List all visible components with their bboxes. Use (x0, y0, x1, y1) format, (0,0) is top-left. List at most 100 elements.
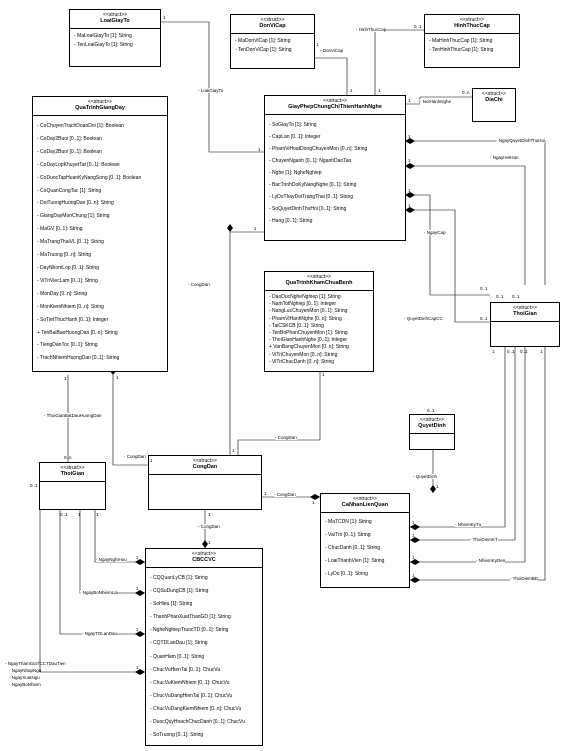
role-label: - ThoiDiemBD (510, 576, 539, 581)
attribute: - ChucVuHienTai [0..1]: ChucVu (150, 666, 221, 673)
attribute: - NangLucChuyenMon [0..1]: String (269, 308, 348, 315)
class-quyetdinh[interactable]: <<struct>>QuyetDinh (409, 414, 455, 450)
multiplicity: 1 (136, 586, 139, 591)
composition-diamond (135, 669, 145, 675)
multiplicity: 1 (408, 188, 411, 193)
multiplicity: 1 (136, 555, 139, 560)
attribute: - GiangDayMonChung [1]: String (37, 213, 110, 220)
attribute-list: - SoGiayTo [1]: String - CapLan [0..1]: … (265, 115, 405, 227)
composition-diamond (135, 631, 145, 637)
class-quatrinhkhamchuabenh[interactable]: <<struct>>QuaTrinhKhamChuaBenh - DaoDucN… (264, 271, 374, 372)
multiplicity: 1 (264, 491, 267, 496)
attribute: - CoDay2Buoi [0..1]: Boolean (37, 135, 102, 142)
assoc-line-ngaycap (405, 194, 490, 296)
multiplicity: 1 (312, 500, 315, 505)
class-diachi[interactable]: <<struct>>DiaChi (472, 88, 516, 122)
class-hinhthuccap[interactable]: <<struct>>HinhThucCap - MaHinhThucCap [1… (424, 14, 520, 68)
attribute: - LoaiThanhVien [1]: String (325, 558, 385, 564)
multiplicity: 0..n (64, 455, 72, 460)
multiplicity: 1 (540, 349, 543, 354)
class-name: GiayPhepChungChiThienHanhNghe (288, 104, 382, 110)
role-label: - NgayBoNhiem (9, 682, 41, 687)
multiplicity: 1 (78, 512, 81, 517)
composition-diamond (410, 577, 420, 583)
assoc-line-nhiemkytu (410, 345, 506, 528)
multiplicity: 1 (350, 88, 353, 93)
composition-diamond (310, 494, 320, 500)
multiplicity: 0..1 (427, 408, 435, 413)
multiplicity: 1 (116, 375, 119, 380)
role-label: - NgayXuatNgu (9, 675, 40, 680)
attribute: - ThanhPhanXuatThanGD [1]: String (150, 614, 231, 621)
stereotype-label: <<struct>> (420, 417, 444, 423)
class-name: CongDan (192, 464, 218, 470)
role-label: - CongDan (188, 282, 210, 287)
role-label: - LoaiGiayTo (198, 88, 224, 93)
composition-diamond (410, 559, 420, 565)
role-label: - CongDan (274, 492, 296, 497)
multiplicity: 0..n (462, 90, 470, 95)
attribute: - MonKiemNhiem [0..n]: String (37, 303, 104, 310)
multiplicity: 1 (436, 484, 439, 489)
composition-diamond (135, 590, 145, 596)
attribute: - ThoiGianHanhNghe [0..1]: Integer (269, 337, 348, 344)
attribute: - ViTriChucDanh [0..n]: String (269, 358, 335, 365)
class-quatrinhgiangday[interactable]: <<struct>>QuaTrinhGiangDay - CoChuyenTra… (32, 96, 168, 372)
class-donvicap[interactable]: <<struct>>DonViCap - MaDonViCap [1]: Str… (230, 14, 315, 69)
attribute: - ChucVuDangHienTai [0..1]: ChucVu (150, 692, 233, 699)
attribute: - TenLoaiGiayTo [1]: String (74, 41, 133, 48)
attribute: - LyDo [0..1]: String (325, 571, 368, 577)
stereotype-label: <<struct>> (307, 274, 331, 280)
attribute: - CQTDLanDau [1]: String (150, 640, 208, 647)
attribute: - CoChuyenTrachDoanDoi [1]: Boolean (37, 123, 124, 129)
role-label: - NhiemKyTu (455, 522, 482, 527)
multiplicity: 1 (408, 203, 411, 208)
multiplicity: 1 (378, 88, 381, 93)
multiplicity: 1 (408, 158, 411, 163)
multiplicity: 1 (232, 448, 235, 453)
stereotype-label: <<struct>> (353, 496, 377, 502)
assoc-line-quyetdinhcapcc (405, 209, 490, 323)
role-label: - NgayHetHan (490, 155, 519, 160)
class-canhanlienquan[interactable]: <<struct>>CaNhanLienQuan - MaTCDN [1]: S… (320, 493, 410, 588)
multiplicity: 1 (208, 540, 211, 545)
attribute: - ChucVuKiemNhiem [0..1]: ChucVu (150, 679, 230, 686)
attribute: - VaiTro [0..1]: String (325, 532, 371, 538)
assoc-line-congdan-giayphep (229, 231, 265, 455)
class-cbccvc[interactable]: <<struct>>CBCCVC - CQQuanLyCB [1]: Strin… (145, 548, 263, 746)
attribute: - SoTruong [0..1]: String (150, 732, 204, 739)
multiplicity: 0..1 (60, 512, 68, 517)
multiplicity: 1 (412, 520, 415, 525)
class-congdan[interactable]: <<struct>>CongDan (148, 455, 262, 510)
multiplicity: 1 (258, 147, 261, 152)
multiplicity: 1 (408, 134, 411, 139)
class-name: CaNhanLienQuan (341, 502, 389, 508)
assoc-line-nhiemkyden (410, 345, 526, 563)
stereotype-label: <<struct>> (193, 458, 217, 464)
composition-diamond (135, 559, 145, 565)
attribute: - DaoDucNgheNghiep [1]: String (269, 294, 341, 300)
composition-diamond (405, 138, 415, 144)
attribute: - CoDuocTapHuanKyNangSong [0..1]: Boolea… (37, 174, 142, 181)
attribute: - PhamViHoatDongChuyenMon [0..n]: String (269, 146, 368, 152)
class-thoigian-left[interactable]: <<struct>>ThoiGian (39, 462, 106, 510)
attribute: - ChuyenNganh [0..1]: NganhDaoTao (269, 158, 352, 164)
attribute: - TenDonViCap [1]: String (235, 46, 292, 53)
class-name: DonViCap (259, 23, 286, 29)
attribute: - CapLan [0..1]: Integer (269, 134, 321, 140)
multiplicity: 1 (64, 376, 67, 381)
multiplicity: 0..1 (507, 349, 515, 354)
multiplicity: 0..1 (414, 24, 422, 29)
class-giayphepchungchithienhanhnghe[interactable]: <<struct>>GiayPhepChungChiThienHanhNghe … (264, 95, 406, 241)
multiplicity: 1 (150, 458, 153, 463)
attribute: - SoTietThucHanh [0..1]: Integer (37, 316, 109, 323)
attribute: - LyDoThayDoiTrangThai [0..1]: String (269, 194, 354, 200)
multiplicity: 1 (136, 665, 139, 670)
multiplicity: 1 (163, 15, 166, 20)
multiplicity: 0..1 (480, 286, 488, 291)
class-loaigiayto[interactable]: <<struct>>LoaiGiayTo - MaLoaiGiayTo [1]:… (69, 9, 161, 67)
stereotype-label: <<struct>> (260, 17, 285, 23)
assoc-line-loaigiayto (160, 21, 265, 153)
assoc-line-hinhthuccap (374, 29, 425, 96)
class-thoigian-right[interactable]: <<struct>>ThoiGian (490, 302, 560, 347)
